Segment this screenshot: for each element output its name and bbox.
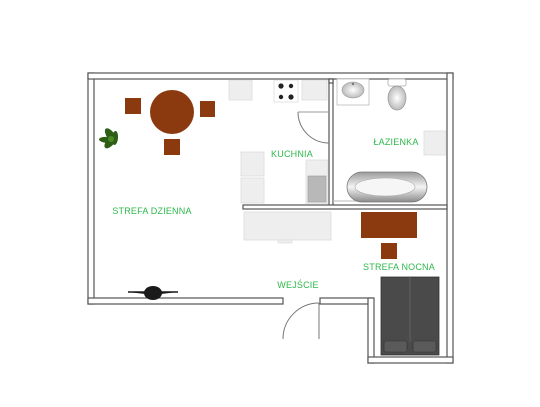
wall-partition-bathroom — [328, 78, 334, 208]
bathroom-fixtures — [336, 78, 447, 203]
desk-chair — [381, 243, 397, 259]
bathroom-cabinet — [423, 130, 447, 156]
living-furniture — [99, 90, 332, 300]
stove — [273, 79, 299, 103]
chair — [125, 98, 141, 114]
kitchen-sink-icon — [307, 175, 327, 203]
wall-south-right — [367, 356, 454, 364]
sideboard-step — [277, 239, 293, 244]
pillow-icon — [412, 340, 437, 353]
chair — [200, 101, 215, 117]
washbasin-bowl — [341, 81, 365, 99]
room-label-kitchen: KUCHNIA — [271, 149, 313, 159]
stove-burner-icon — [278, 83, 284, 89]
stove-burner-icon — [288, 83, 294, 89]
stove-burner-icon — [288, 94, 294, 100]
kitchen-cabinet — [240, 177, 265, 204]
wall-kitchen-post — [328, 78, 334, 84]
sideboard — [243, 211, 332, 241]
sleeping-furniture — [361, 212, 440, 356]
kitchen-cabinet — [240, 151, 265, 177]
room-label-living: STREFA DZIENNA — [112, 206, 192, 216]
walls — [87, 72, 454, 364]
kitchen-door-swing — [297, 111, 330, 144]
wall-north — [87, 72, 454, 80]
dining-table — [150, 90, 194, 134]
plant-icon — [99, 128, 119, 149]
entrance-door-swing — [282, 302, 320, 340]
wall-notch — [367, 297, 375, 364]
wall-south-middle — [319, 297, 373, 305]
pillow-icon — [383, 340, 408, 353]
desk — [361, 212, 417, 238]
ceiling-fan-icon — [128, 286, 178, 300]
toilet-icon — [387, 85, 407, 111]
toilet-tank — [387, 78, 407, 87]
room-label-sleeping: STREFA NOCNA — [363, 262, 435, 272]
wall-east — [446, 72, 454, 364]
wall-west — [87, 72, 95, 305]
room-label-bathroom: ŁAZIENKA — [373, 137, 419, 147]
kitchen-furniture — [228, 79, 329, 205]
room-label-entrance: WEJŚCIE — [277, 280, 319, 290]
kitchen-counter-top-left — [228, 79, 253, 101]
wall-south-left — [87, 297, 284, 305]
stove-burner-icon — [278, 94, 284, 100]
washbasin-tap — [351, 82, 355, 86]
kitchen-counter-top-right — [301, 79, 328, 101]
chair — [164, 139, 180, 155]
wall-partition-horizontal — [242, 204, 448, 210]
bathtub-basin — [354, 177, 416, 197]
